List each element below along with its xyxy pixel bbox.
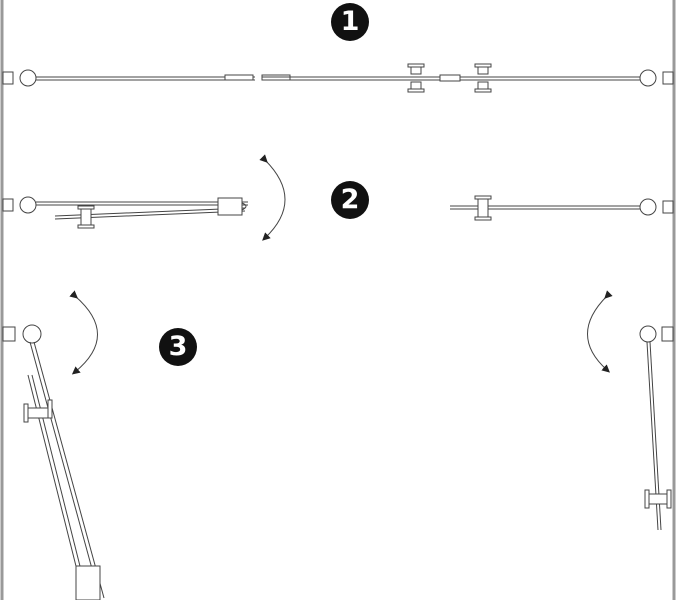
door-part [639, 198, 657, 216]
step-1-badge: 1 [331, 3, 369, 41]
left-hinge-knob [19, 69, 37, 87]
door-panel-edge [33, 341, 105, 599]
door-part [2, 326, 16, 342]
door-part [23, 403, 29, 423]
step1-closed-doors [2, 63, 674, 93]
door-part [27, 407, 49, 419]
door-part [474, 63, 492, 68]
fold-hinge [224, 74, 254, 81]
door-part [662, 71, 674, 85]
handle-left-door [407, 63, 425, 93]
rotation-arrow-icon [587, 290, 613, 373]
door-part [477, 197, 489, 219]
door-part [407, 88, 425, 93]
door-part [407, 63, 425, 68]
door-part [639, 325, 657, 343]
door-part [666, 489, 672, 509]
door-part [241, 202, 247, 211]
door-part [662, 200, 674, 214]
door-part [217, 197, 243, 216]
door-part [47, 399, 53, 419]
door-part [647, 493, 669, 505]
step2-right-door [450, 195, 674, 221]
center-latch [439, 74, 461, 82]
door-part [77, 224, 95, 229]
rotation-arrow-icon [69, 290, 98, 375]
right-hinge-knob [639, 69, 657, 87]
door-part [22, 324, 42, 344]
step3-right-door-open [639, 325, 674, 531]
step-3-badge: 3 [159, 328, 197, 366]
door-part [474, 88, 492, 93]
door-part [661, 326, 674, 342]
door-part [80, 206, 92, 226]
door-part [644, 489, 650, 509]
step2-folding-left-door [2, 196, 248, 229]
step-2-badge: 2 [331, 181, 369, 219]
step3-left-door-open [2, 324, 105, 600]
door-part [19, 196, 37, 214]
door-part [75, 565, 101, 600]
door-part [2, 71, 14, 85]
door-part [474, 216, 492, 221]
rotation-arrow-icon [259, 154, 286, 241]
door-panel-edge [29, 341, 101, 599]
door-part [2, 198, 14, 212]
door-part [474, 195, 492, 200]
handle-right-door [474, 63, 492, 93]
door-part [77, 205, 95, 210]
